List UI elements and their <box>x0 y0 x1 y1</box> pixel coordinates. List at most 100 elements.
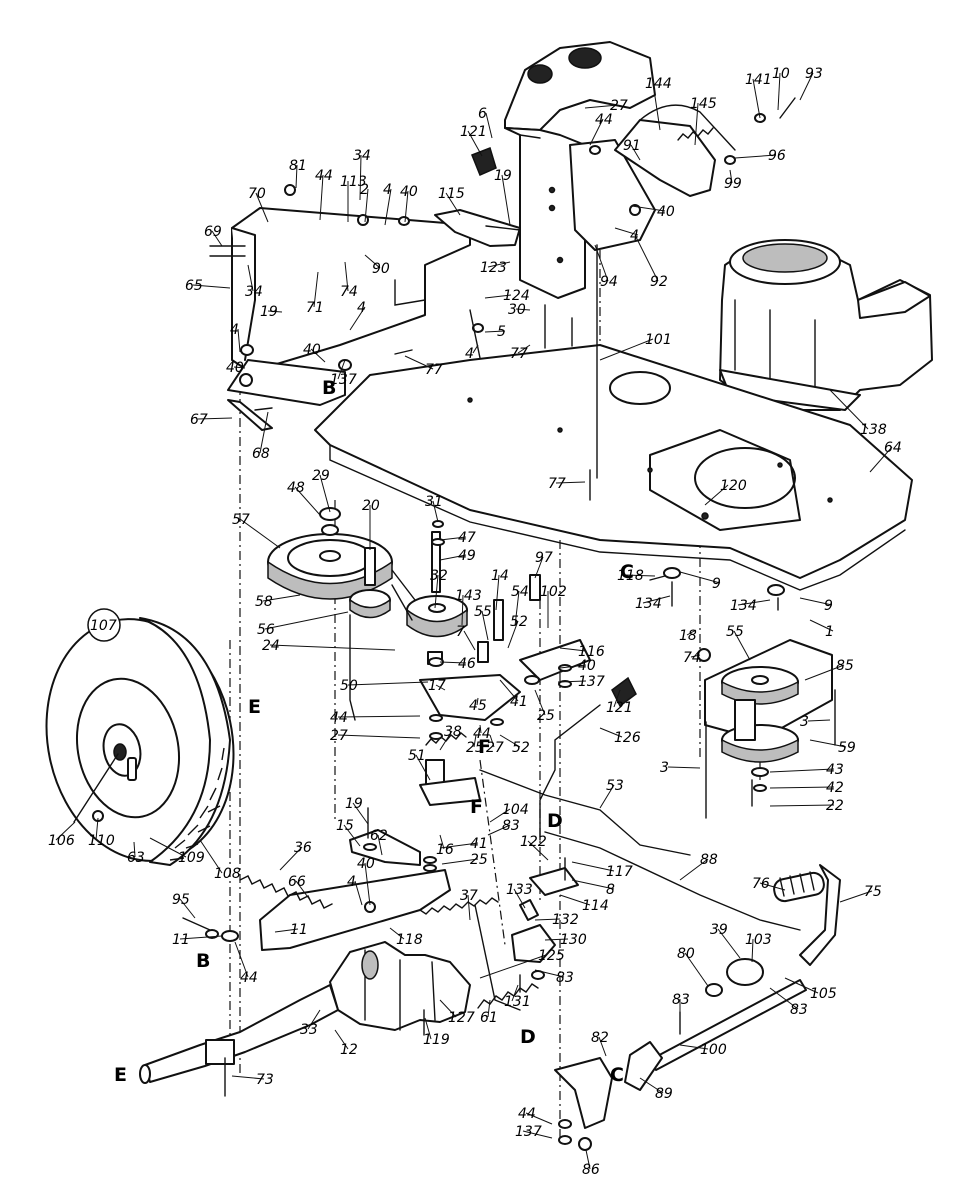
callout-leader <box>439 536 467 541</box>
clutch-lever-bracket <box>349 614 481 866</box>
callout-leader <box>684 952 709 987</box>
callout-leader <box>642 595 671 604</box>
part-callout: 124 <box>503 288 530 304</box>
callout-leader <box>733 630 751 661</box>
part-callout: 15 <box>336 818 354 834</box>
part-callout: 58 <box>255 594 273 610</box>
part-callout: 91 <box>623 138 641 154</box>
part-callout: 82 <box>591 1030 609 1046</box>
part-callout: 19 <box>494 168 512 184</box>
callout-leader <box>415 754 431 781</box>
callout-leader <box>247 264 254 292</box>
callout-leader <box>571 861 615 872</box>
part-callout: 118 <box>617 568 644 584</box>
callout-leader <box>679 1044 709 1050</box>
callout-leader <box>467 894 471 921</box>
callout-leader <box>267 310 283 313</box>
callout-leader <box>652 82 661 131</box>
callout-leader <box>511 984 519 1002</box>
part-callout: 92 <box>650 274 668 290</box>
tensioner-bracket <box>259 869 451 951</box>
part-callout: 89 <box>655 1086 673 1102</box>
part-callout: 5 <box>497 324 506 340</box>
callout-leader <box>432 500 439 523</box>
callout-circle <box>87 608 121 642</box>
part-callout: 103 <box>745 932 772 948</box>
part-callout: 25 <box>537 708 555 724</box>
callout-leader <box>829 389 869 430</box>
callout-leader <box>389 927 405 940</box>
part-callout: 96 <box>768 148 786 164</box>
reference-letter: F <box>470 796 483 818</box>
part-callout: 55 <box>474 604 492 620</box>
callout-leader <box>784 977 819 994</box>
part-callout: 75 <box>864 884 882 900</box>
callout-leader <box>624 574 656 577</box>
callout-leader <box>95 817 99 841</box>
part-callout: 83 <box>672 992 690 1008</box>
part-callout: 30 <box>508 302 526 318</box>
part-callout: 50 <box>340 678 358 694</box>
part-callout: 102 <box>540 584 567 600</box>
part-callout: 104 <box>502 802 529 818</box>
callout-leader <box>484 330 506 333</box>
part-callout: 8 <box>606 882 615 898</box>
callout-leader <box>734 154 777 159</box>
reference-letter: E <box>248 696 261 718</box>
part-callout: 97 <box>535 550 553 566</box>
callout-leader <box>377 834 383 856</box>
part-callout: 42 <box>826 780 844 796</box>
part-callout: 67 <box>190 412 208 428</box>
part-callout: 44 <box>330 710 348 726</box>
part-callout: 125 <box>538 948 565 964</box>
part-callout: 65 <box>185 278 203 294</box>
callout-leader <box>485 112 493 139</box>
callout-leader <box>534 969 565 978</box>
callout-leader <box>752 78 761 119</box>
callout-leader <box>211 230 223 247</box>
mounting-bracket-115 <box>434 209 521 247</box>
callout-leader <box>295 880 311 901</box>
callout-leader <box>667 766 701 769</box>
throttle-bracket <box>569 104 736 251</box>
callout-leader <box>55 821 76 841</box>
part-callout: 81 <box>289 158 307 174</box>
part-callout: 44 <box>315 168 333 184</box>
part-callout: 71 <box>306 300 324 316</box>
callout-leader <box>467 130 483 157</box>
part-callout: 25 <box>466 740 484 756</box>
callout-leader <box>594 244 609 282</box>
callout-leader <box>679 858 709 881</box>
part-callout: 141 <box>745 72 772 88</box>
callout-leader <box>237 328 241 353</box>
callout-leader <box>777 72 781 111</box>
callout-leader <box>231 1075 265 1080</box>
knobs <box>471 147 637 708</box>
part-callout: 37 <box>460 888 478 904</box>
callout-leader <box>479 954 547 979</box>
part-callout: 44 <box>473 726 491 742</box>
part-callout: 3 <box>660 760 669 776</box>
part-callout: 9 <box>712 576 721 592</box>
callout-leader <box>487 824 511 836</box>
part-callout: 44 <box>595 112 613 128</box>
callout-leader <box>525 1112 553 1125</box>
callout-leader <box>295 164 298 189</box>
callout-leader <box>499 734 521 748</box>
part-callout: 110 <box>88 833 115 849</box>
callout-leader <box>463 630 476 651</box>
part-callout: 4 <box>383 182 392 198</box>
callout-leader <box>279 846 303 871</box>
callout-leader <box>839 890 873 903</box>
part-callout: 11 <box>290 922 308 938</box>
part-callout: 17 <box>428 678 446 694</box>
callout-leader <box>239 518 281 549</box>
callout-leader <box>613 689 621 708</box>
part-callout: 64 <box>884 440 902 456</box>
callout-leader <box>255 192 269 223</box>
part-callout: 19 <box>345 796 363 812</box>
callout-leader <box>364 862 371 906</box>
callout-leader <box>364 254 381 269</box>
part-callout: 126 <box>614 730 641 746</box>
